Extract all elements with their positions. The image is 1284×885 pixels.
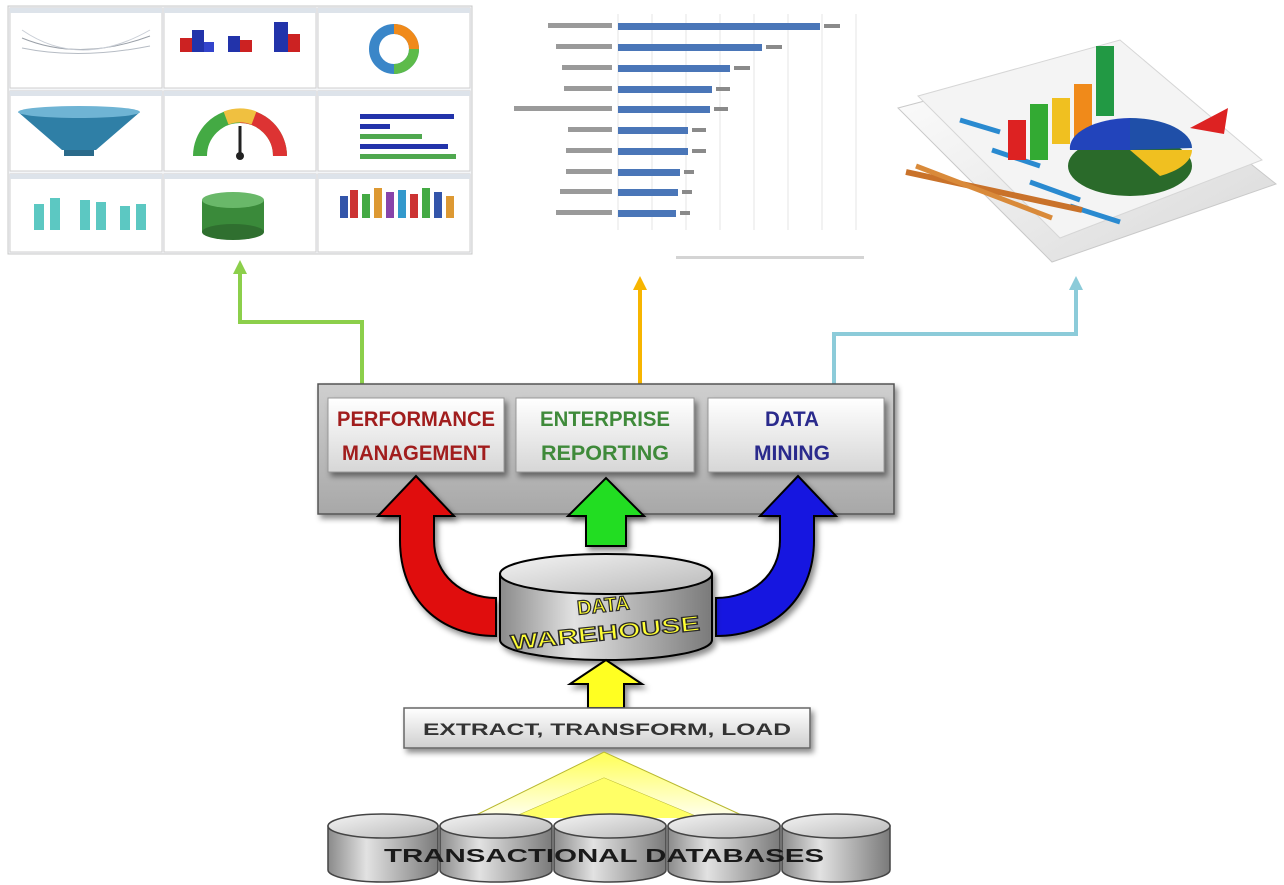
report-value-labels bbox=[680, 24, 840, 215]
yellow-fan-arrow bbox=[469, 751, 749, 819]
red-curved-arrow bbox=[375, 474, 497, 638]
database-cylinder-icon bbox=[781, 813, 891, 883]
yellow-up-arrow bbox=[566, 658, 646, 709]
enterprise-label-line2: REPORTING bbox=[541, 442, 669, 465]
thumb-hbar-chart bbox=[360, 114, 456, 159]
connector-cyan bbox=[832, 290, 1078, 398]
3d-charts-illustration bbox=[897, 39, 1278, 263]
bar-chart-report-thumbnail bbox=[508, 8, 874, 262]
green-up-arrow bbox=[565, 476, 647, 547]
thumb-donut-chart bbox=[369, 24, 419, 74]
etl-label: EXTRACT, TRANSFORM, LOAD bbox=[423, 720, 791, 739]
thumb-3d-bar-chart bbox=[340, 188, 454, 218]
thumb-line-chart bbox=[21, 29, 151, 54]
transactional-databases: TRANSACTIONAL DATABASES bbox=[327, 813, 891, 883]
connector-green-arrowhead bbox=[233, 260, 247, 274]
connector-green bbox=[238, 272, 364, 384]
performance-management-box: PERFORMANCE MANAGEMENT bbox=[327, 397, 505, 473]
database-cylinder-icon bbox=[327, 813, 439, 883]
mining-label-line2: MINING bbox=[754, 442, 830, 465]
dashboard-thumbnail bbox=[7, 5, 473, 255]
data-mining-box: DATA MINING bbox=[707, 397, 885, 473]
etl-bar: EXTRACT, TRANSFORM, LOAD bbox=[403, 707, 811, 749]
database-cylinder-icon bbox=[553, 813, 667, 883]
database-cylinder-icon bbox=[667, 813, 781, 883]
thumb-bar-chart bbox=[180, 22, 300, 52]
thumb-cylinder-chart bbox=[202, 192, 264, 240]
performance-label-line2: MANAGEMENT bbox=[342, 442, 490, 465]
mining-label-line1: DATA bbox=[765, 408, 819, 431]
blue-curved-arrow bbox=[715, 474, 839, 638]
performance-label-line1: PERFORMANCE bbox=[337, 408, 495, 431]
thumb-funnel-chart bbox=[18, 106, 140, 156]
thumb-column-chart bbox=[34, 198, 146, 230]
database-cylinder-icon bbox=[439, 813, 553, 883]
report-category-labels bbox=[514, 23, 612, 215]
thumb-gauge bbox=[193, 108, 287, 160]
transactional-databases-label: TRANSACTIONAL DATABASES bbox=[384, 846, 824, 866]
enterprise-reporting-box: ENTERPRISE REPORTING bbox=[515, 397, 695, 473]
report-bars bbox=[618, 23, 820, 217]
data-warehouse-cylinder bbox=[499, 553, 713, 661]
enterprise-label-line1: ENTERPRISE bbox=[540, 408, 670, 431]
connector-orange-arrowhead bbox=[633, 276, 647, 290]
connector-cyan-arrowhead bbox=[1069, 276, 1083, 290]
